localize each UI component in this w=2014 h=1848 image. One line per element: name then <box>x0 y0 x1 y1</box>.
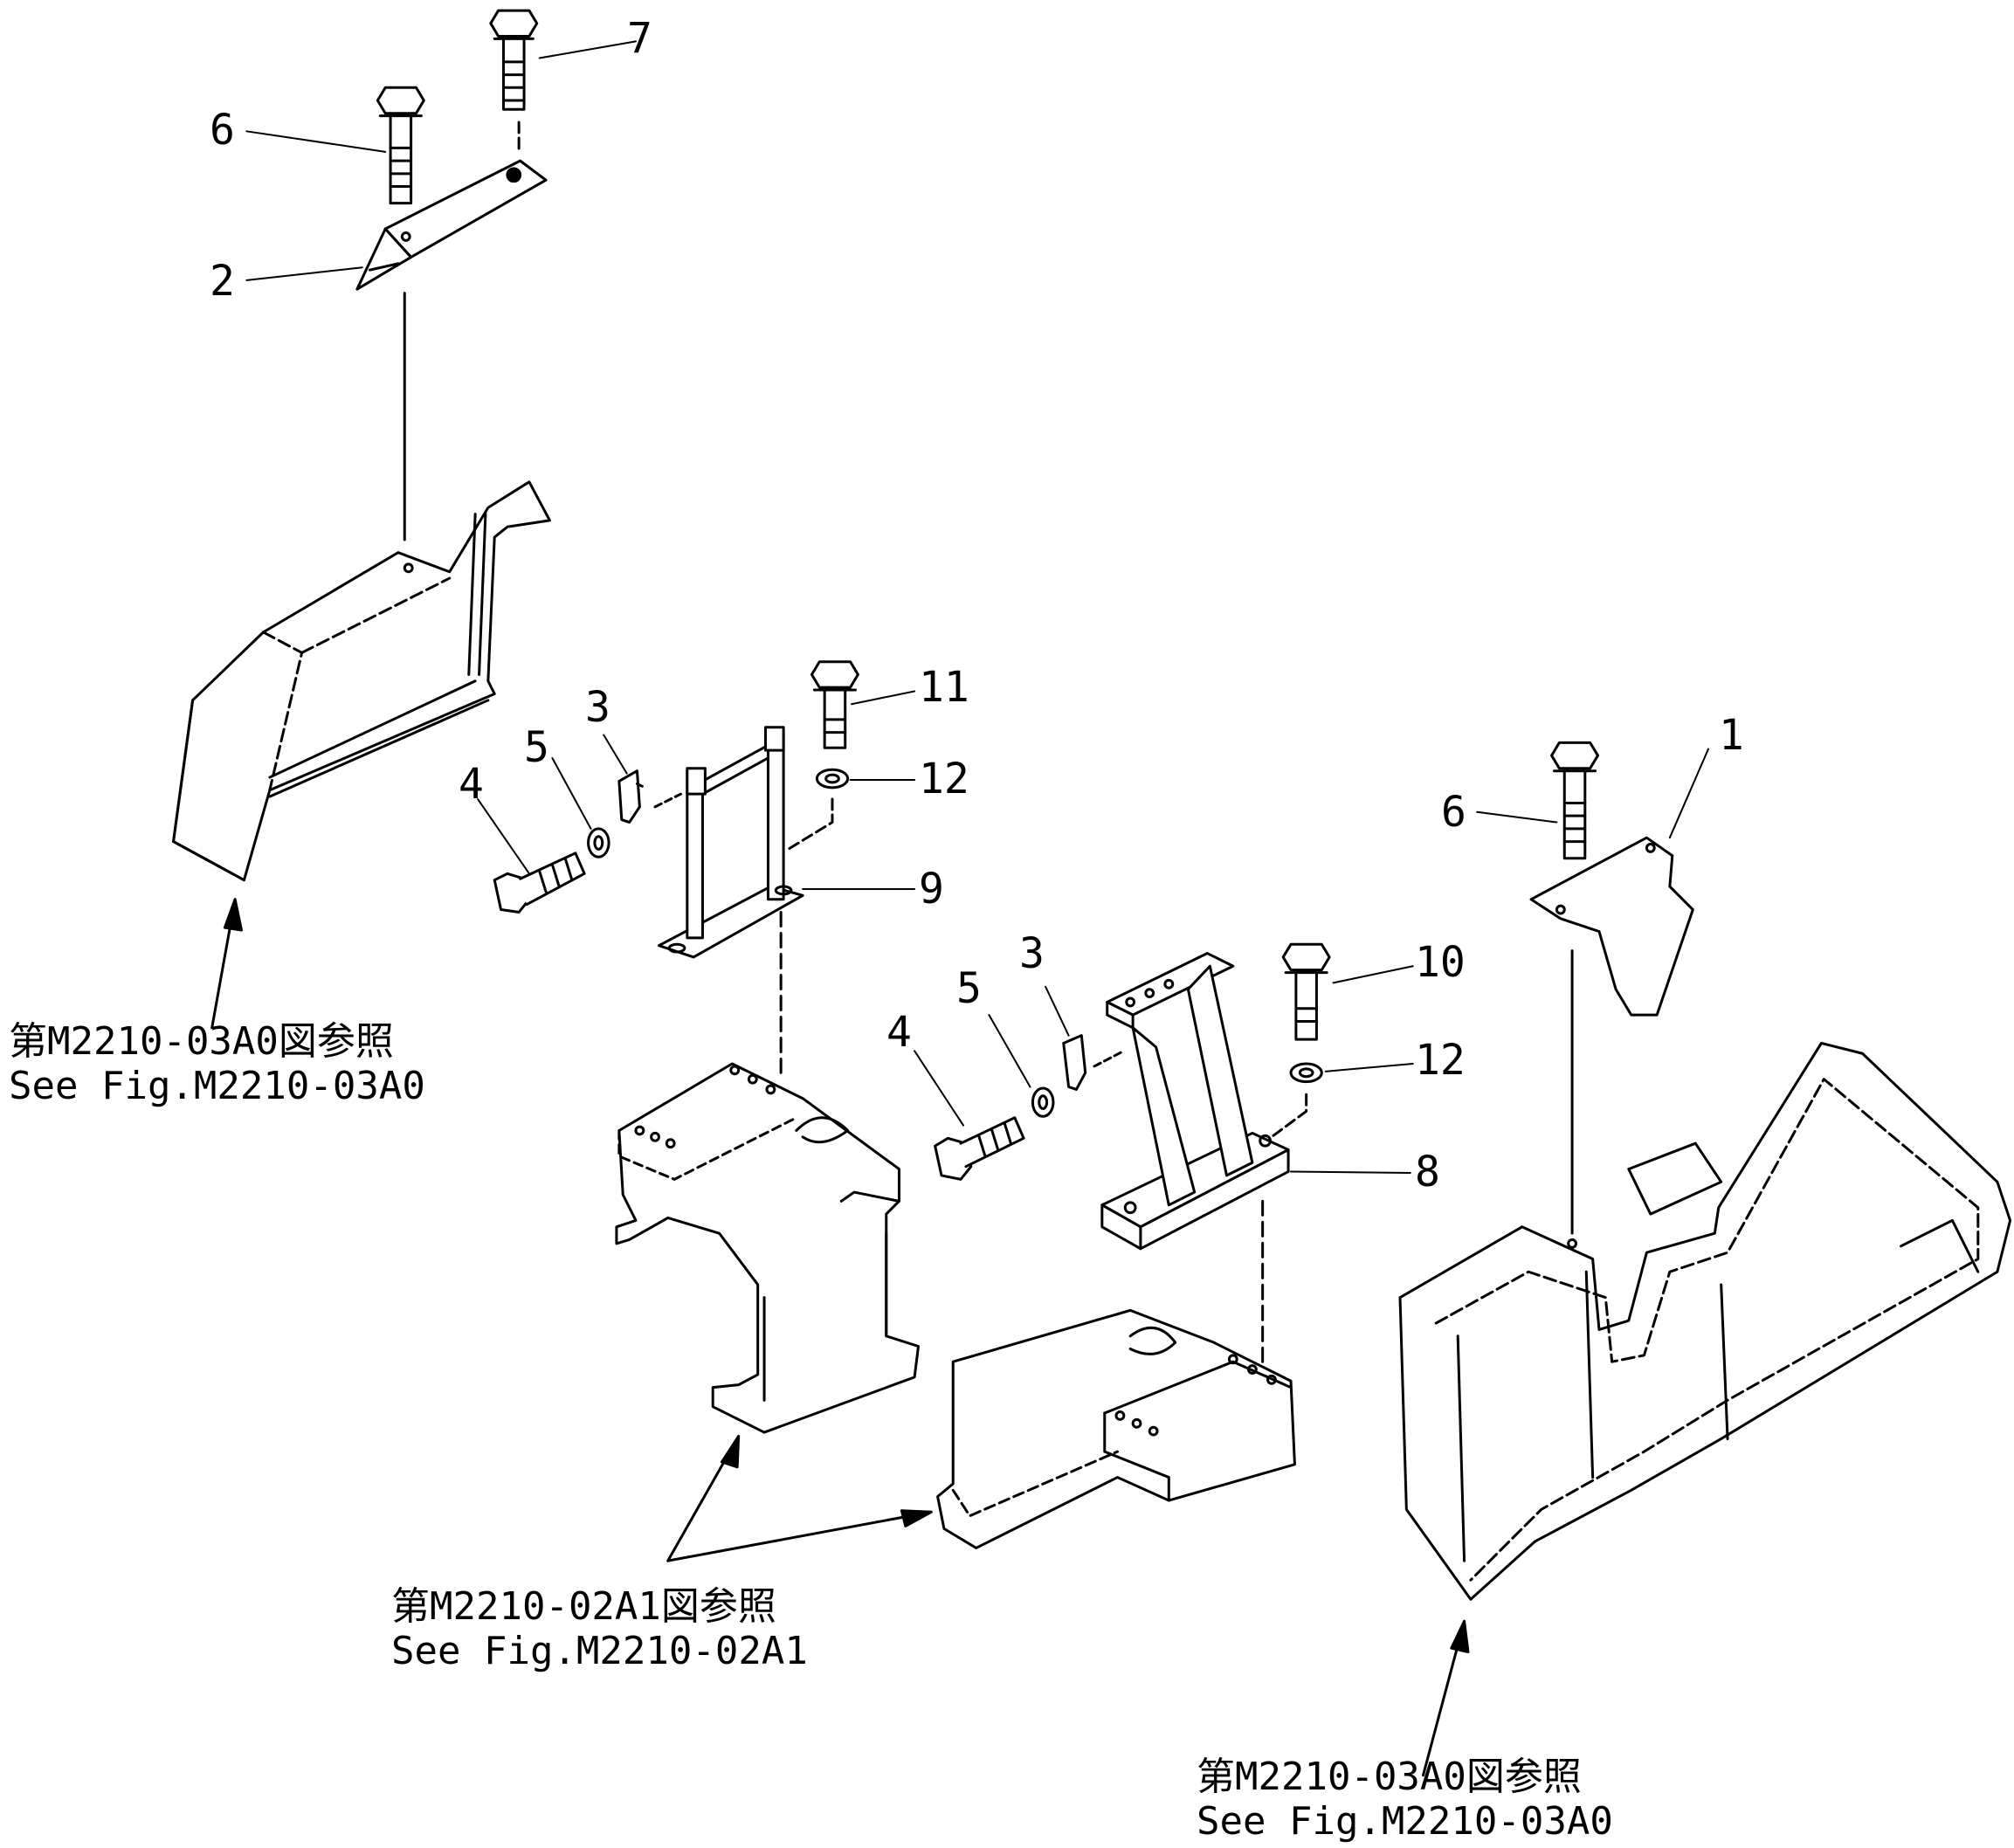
callout-12: 12 <box>919 755 969 803</box>
right-cover <box>1400 1043 2011 1599</box>
leader-lines <box>246 41 1708 1173</box>
reference-jp: 第M2210-03A0図参照 <box>1197 1755 1582 1799</box>
left-cover <box>174 482 550 880</box>
bolt-6-right <box>1552 742 1598 858</box>
callout-9: 9 <box>919 865 944 914</box>
callout-4: 4 <box>459 760 484 809</box>
reference-jp: 第M2210-02A1図参照 <box>391 1584 776 1629</box>
callout-6: 6 <box>210 106 235 155</box>
reference-jp: 第M2210-03A0図参照 <box>9 1019 394 1064</box>
arrowhead-left <box>224 900 241 930</box>
reference-en: See Fig.M2210-03A0 <box>9 1063 425 1108</box>
center-mount-upper <box>617 1064 919 1432</box>
plate-1 <box>1531 838 1693 1015</box>
washer-5-upper <box>589 829 610 857</box>
clip-3-upper <box>619 771 642 823</box>
bracket-8 <box>1102 954 1288 1249</box>
callout-3: 3 <box>585 683 610 732</box>
center-mount-lower <box>938 1310 1295 1548</box>
callout-6: 6 <box>1441 788 1466 837</box>
assembly-line-10 <box>1272 1094 1307 1137</box>
bolt-6-upper <box>377 87 424 203</box>
callout-5: 5 <box>956 964 982 1013</box>
bolt-10 <box>1283 944 1329 1039</box>
reference-note-left: 第M2210-03A0図参照 See Fig.M2210-03A0 <box>9 1019 425 1108</box>
assembly-line-3b <box>1094 1051 1124 1066</box>
bolt-4-upper <box>494 853 584 913</box>
arrowhead-right <box>1452 1621 1468 1651</box>
arrowhead-center-a <box>722 1437 739 1467</box>
callout-2: 2 <box>210 257 235 306</box>
callout-10: 10 <box>1415 938 1466 987</box>
bolt-7 <box>491 10 537 109</box>
washer-12-upper <box>817 769 847 788</box>
callout-1: 1 <box>1719 711 1744 760</box>
reference-en: See Fig.M2210-02A1 <box>391 1628 808 1673</box>
assembly-line-3a <box>655 794 680 807</box>
bracket-9 <box>659 727 803 957</box>
arrowhead-center-b <box>901 1511 931 1527</box>
callout-11: 11 <box>919 663 969 712</box>
plate-2 <box>357 161 546 289</box>
washer-5-lower <box>1032 1088 1053 1116</box>
callout-4: 4 <box>886 1008 912 1057</box>
clip-3-lower <box>1064 1036 1086 1090</box>
reference-note-right: 第M2210-03A0図参照 See Fig.M2210-03A0 <box>1197 1755 1613 1844</box>
callout-3: 3 <box>1019 929 1045 978</box>
bolt-11 <box>811 662 858 748</box>
washer-12-lower <box>1291 1064 1321 1082</box>
reference-note-center: 第M2210-02A1図参照 See Fig.M2210-02A1 <box>391 1584 808 1673</box>
callout-7: 7 <box>627 14 652 63</box>
callout-5: 5 <box>524 723 549 772</box>
bolt-4-lower <box>935 1118 1024 1180</box>
reference-en: See Fig.M2210-03A0 <box>1197 1798 1613 1844</box>
callout-12: 12 <box>1415 1036 1466 1085</box>
callout-8: 8 <box>1415 1148 1440 1196</box>
assembly-line-11 <box>786 799 832 851</box>
ref-arrow-center-b <box>668 1512 931 1561</box>
